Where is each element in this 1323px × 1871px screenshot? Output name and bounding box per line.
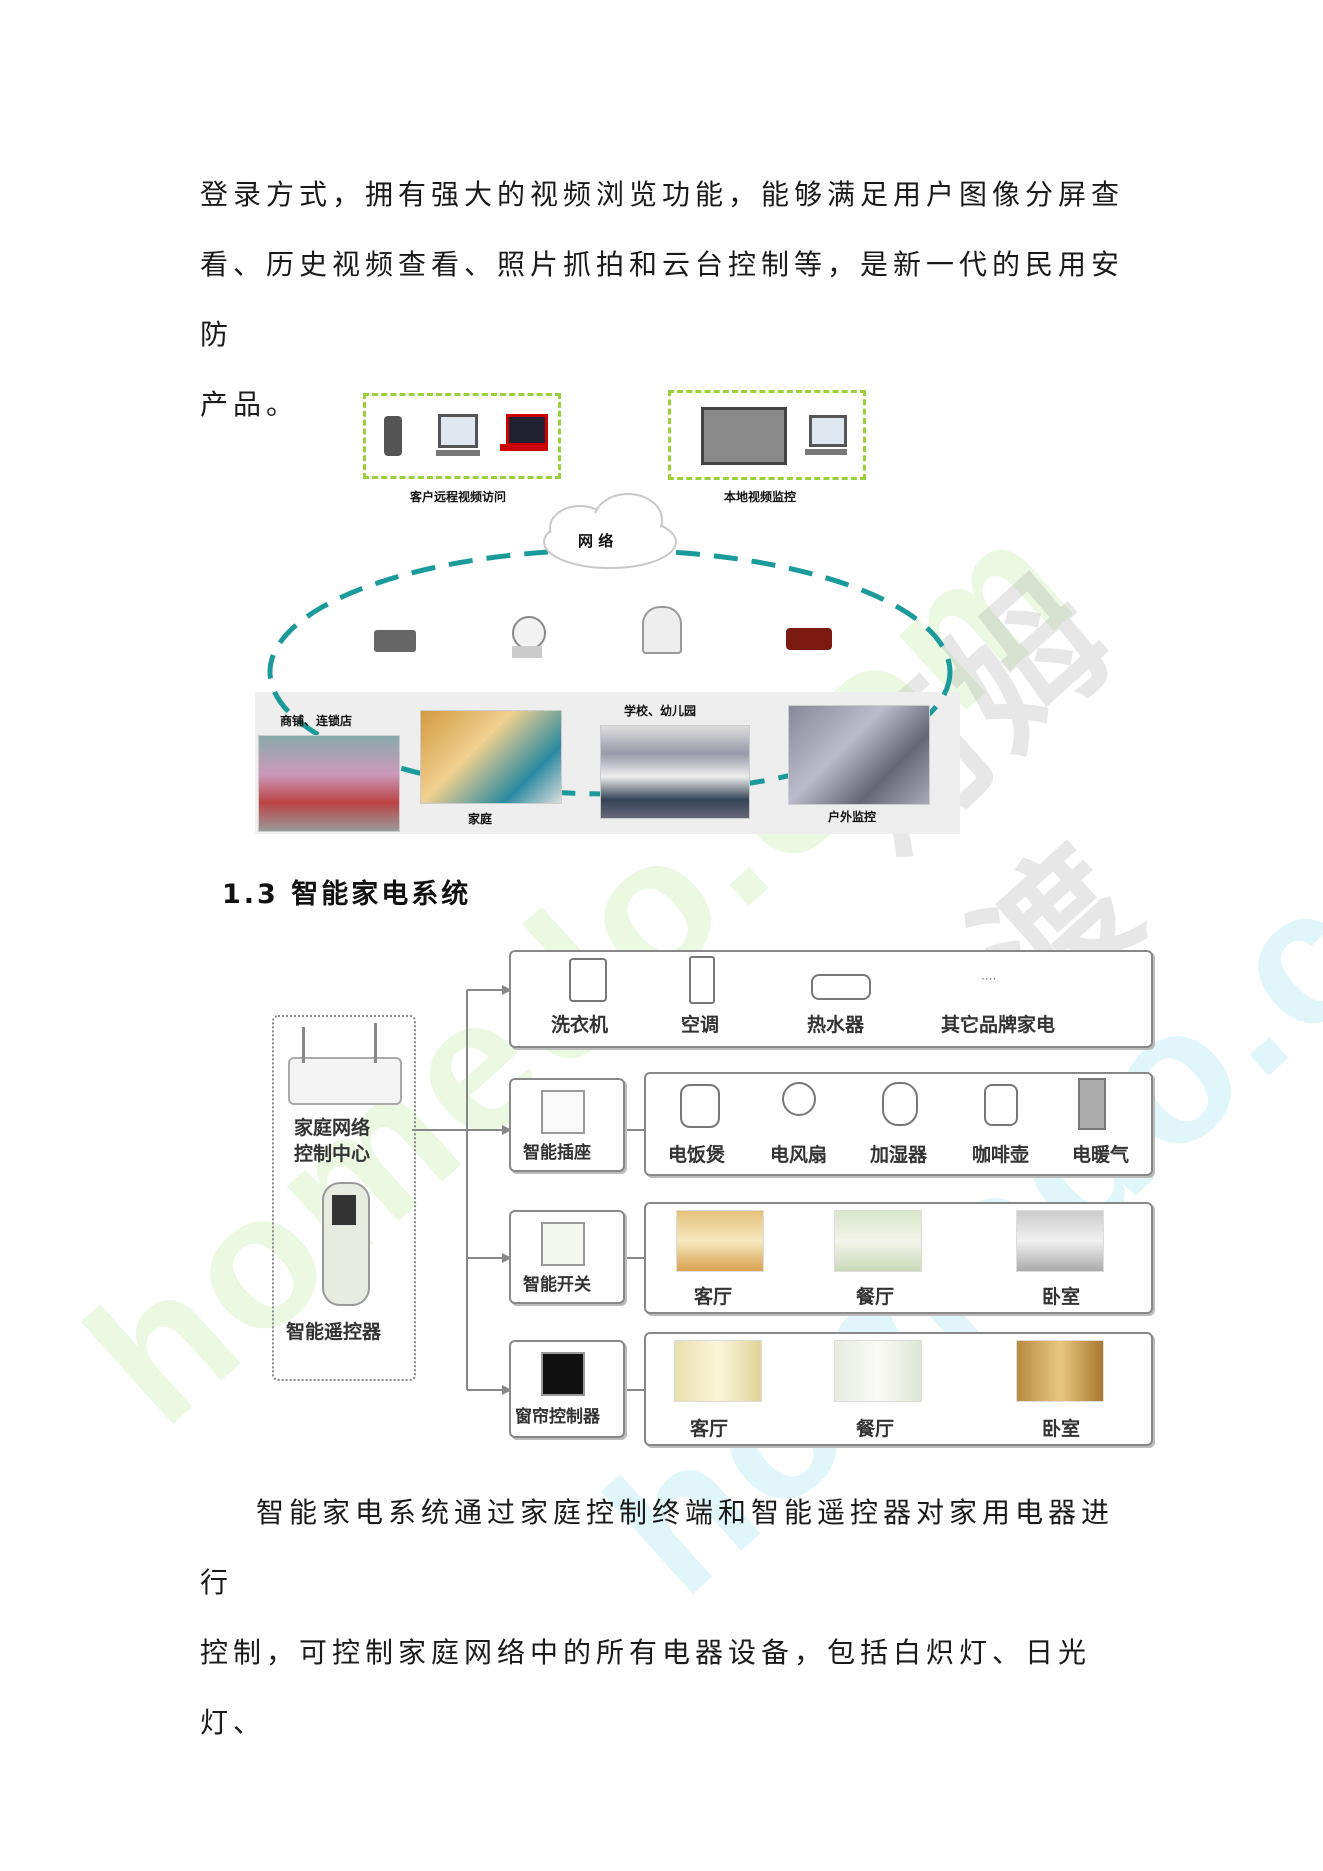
keyboard-icon [805,449,847,455]
switch-icon [541,1222,585,1266]
desktop-icon [438,414,478,448]
kettle-icon [984,1084,1018,1126]
appliance-label: 其它品牌家电 [941,1014,1056,1036]
appliance-label: 洗衣机 [551,1014,609,1036]
rice-cooker-icon [680,1084,720,1128]
scene-outdoor-caption: 户外监控 [828,810,877,824]
home-photo [420,710,562,804]
outdoor-photo [788,705,930,805]
desktop-icon [809,415,847,447]
phone-icon [384,416,402,456]
paragraph-line: 登录方式，拥有强大的视频浏览功能，能够满足用户图像分屏查 [200,178,1125,211]
bedroom-photo [1016,1210,1104,1272]
network-label: 网 络 [578,532,614,550]
room-label: 卧室 [1042,1418,1081,1440]
room-label: 餐厅 [856,1286,895,1308]
fan-icon [782,1082,816,1116]
video-wall-icon [701,407,787,465]
cloud-icon [543,493,677,569]
living-room-photo [676,1210,764,1272]
remote-access-caption: 客户远程视频访问 [410,490,507,504]
bedroom-curtain-photo [1016,1340,1104,1402]
air-conditioner-icon [689,956,715,1004]
row-rooms-lighting: 客厅 餐厅 卧室 [644,1202,1153,1314]
appliance-label: 电暖气 [1072,1144,1130,1166]
laptop-icon [506,414,548,446]
keyboard-icon [436,450,480,456]
figure-video-surveillance: 客户远程视频访问 本地视频监控 网 络 商铺、连锁店 家庭 学校、幼儿园 户外监… [250,380,970,840]
ptz-camera-icon [512,616,546,650]
paragraph-bottom: 智能家电系统通过家庭控制终端和智能遥控器对家用电器进行 控制，可控制家庭网络中的… [200,1478,1130,1758]
paragraph-line: 控制，可控制家庭网络中的所有电器设备，包括白炽灯、日光灯、 [200,1636,1092,1739]
figure-smart-appliance: 家庭网络 控制中心 智能遥控器 ···· 洗衣机 空调 热水器 其它品牌家电 智… [262,940,1162,1460]
scene-shop-caption: 商铺、连锁店 [280,714,353,728]
local-monitor-caption: 本地视频监控 [724,490,797,504]
smart-switch-label: 智能开关 [523,1275,591,1295]
hub-label-line2: 控制中心 [294,1143,371,1165]
bullet-camera-icon [786,628,832,650]
hub-label-line1: 家庭网络 [294,1117,371,1139]
router-antenna-icon [302,1027,305,1063]
appliance-label: 电风扇 [770,1144,828,1166]
water-heater-icon [811,974,871,1000]
appliance-label: 空调 [681,1014,720,1036]
router-antenna-icon [374,1023,377,1063]
paragraph-top: 登录方式，拥有强大的视频浏览功能，能够满足用户图像分屏查 看、历史视频查看、照片… [200,160,1130,440]
paragraph-line: 智能家电系统通过家庭控制终端和智能遥控器对家用电器进行 [200,1496,1115,1599]
humidifier-icon [882,1082,918,1126]
room-label: 客厅 [694,1286,733,1308]
control-center-box: 家庭网络 控制中心 智能遥控器 [272,1015,416,1381]
row-rooms-curtains: 客厅 餐厅 卧室 [644,1332,1153,1446]
shop-photo [258,735,400,832]
local-monitor-box [668,390,866,480]
more-dots-icon: ···· [981,972,997,986]
heater-icon [1078,1078,1106,1130]
living-room-curtain-photo [674,1340,762,1402]
room-label: 客厅 [690,1418,729,1440]
curtain-switch-icon [541,1352,585,1396]
camera-base-icon [512,646,542,658]
smart-socket-box: 智能插座 [509,1078,625,1172]
washing-machine-icon [569,958,607,1002]
paragraph-line: 看、历史视频查看、照片抓拍和云台控制等，是新一代的民用安防 [200,248,1125,351]
remote-screen-icon [332,1195,356,1225]
box-camera-icon [374,630,416,652]
smart-switch-box: 智能开关 [509,1210,625,1304]
dome-camera-icon [642,606,682,654]
row-socket-appliances: 电饭煲 电风扇 加湿器 咖啡壶 电暖气 [644,1072,1153,1176]
section-heading: 1.3 智能家电系统 [222,879,472,910]
room-label: 餐厅 [856,1418,895,1440]
dining-room-curtain-photo [834,1340,922,1402]
scene-school-caption: 学校、幼儿园 [624,704,697,718]
appliance-label: 加湿器 [870,1144,928,1166]
remote-label: 智能遥控器 [286,1321,382,1343]
laptop-base-icon [500,444,548,451]
school-photo [600,725,750,819]
scene-home-caption: 家庭 [468,812,493,826]
remote-access-box [363,393,561,479]
paragraph-line: 产品。 [200,388,300,421]
appliance-label: 热水器 [807,1014,865,1036]
dining-room-photo [834,1210,922,1272]
appliance-label: 电饭煲 [668,1144,726,1166]
row-appliances: ···· 洗衣机 空调 热水器 其它品牌家电 [509,950,1153,1048]
router-icon [288,1057,402,1105]
smart-socket-label: 智能插座 [523,1143,591,1163]
socket-icon [541,1090,585,1134]
room-label: 卧室 [1042,1286,1081,1308]
curtain-controller-label: 窗帘控制器 [515,1407,600,1427]
curtain-controller-box: 窗帘控制器 [509,1340,625,1438]
appliance-label: 咖啡壶 [972,1144,1030,1166]
connector-lines-svg [412,985,644,1395]
